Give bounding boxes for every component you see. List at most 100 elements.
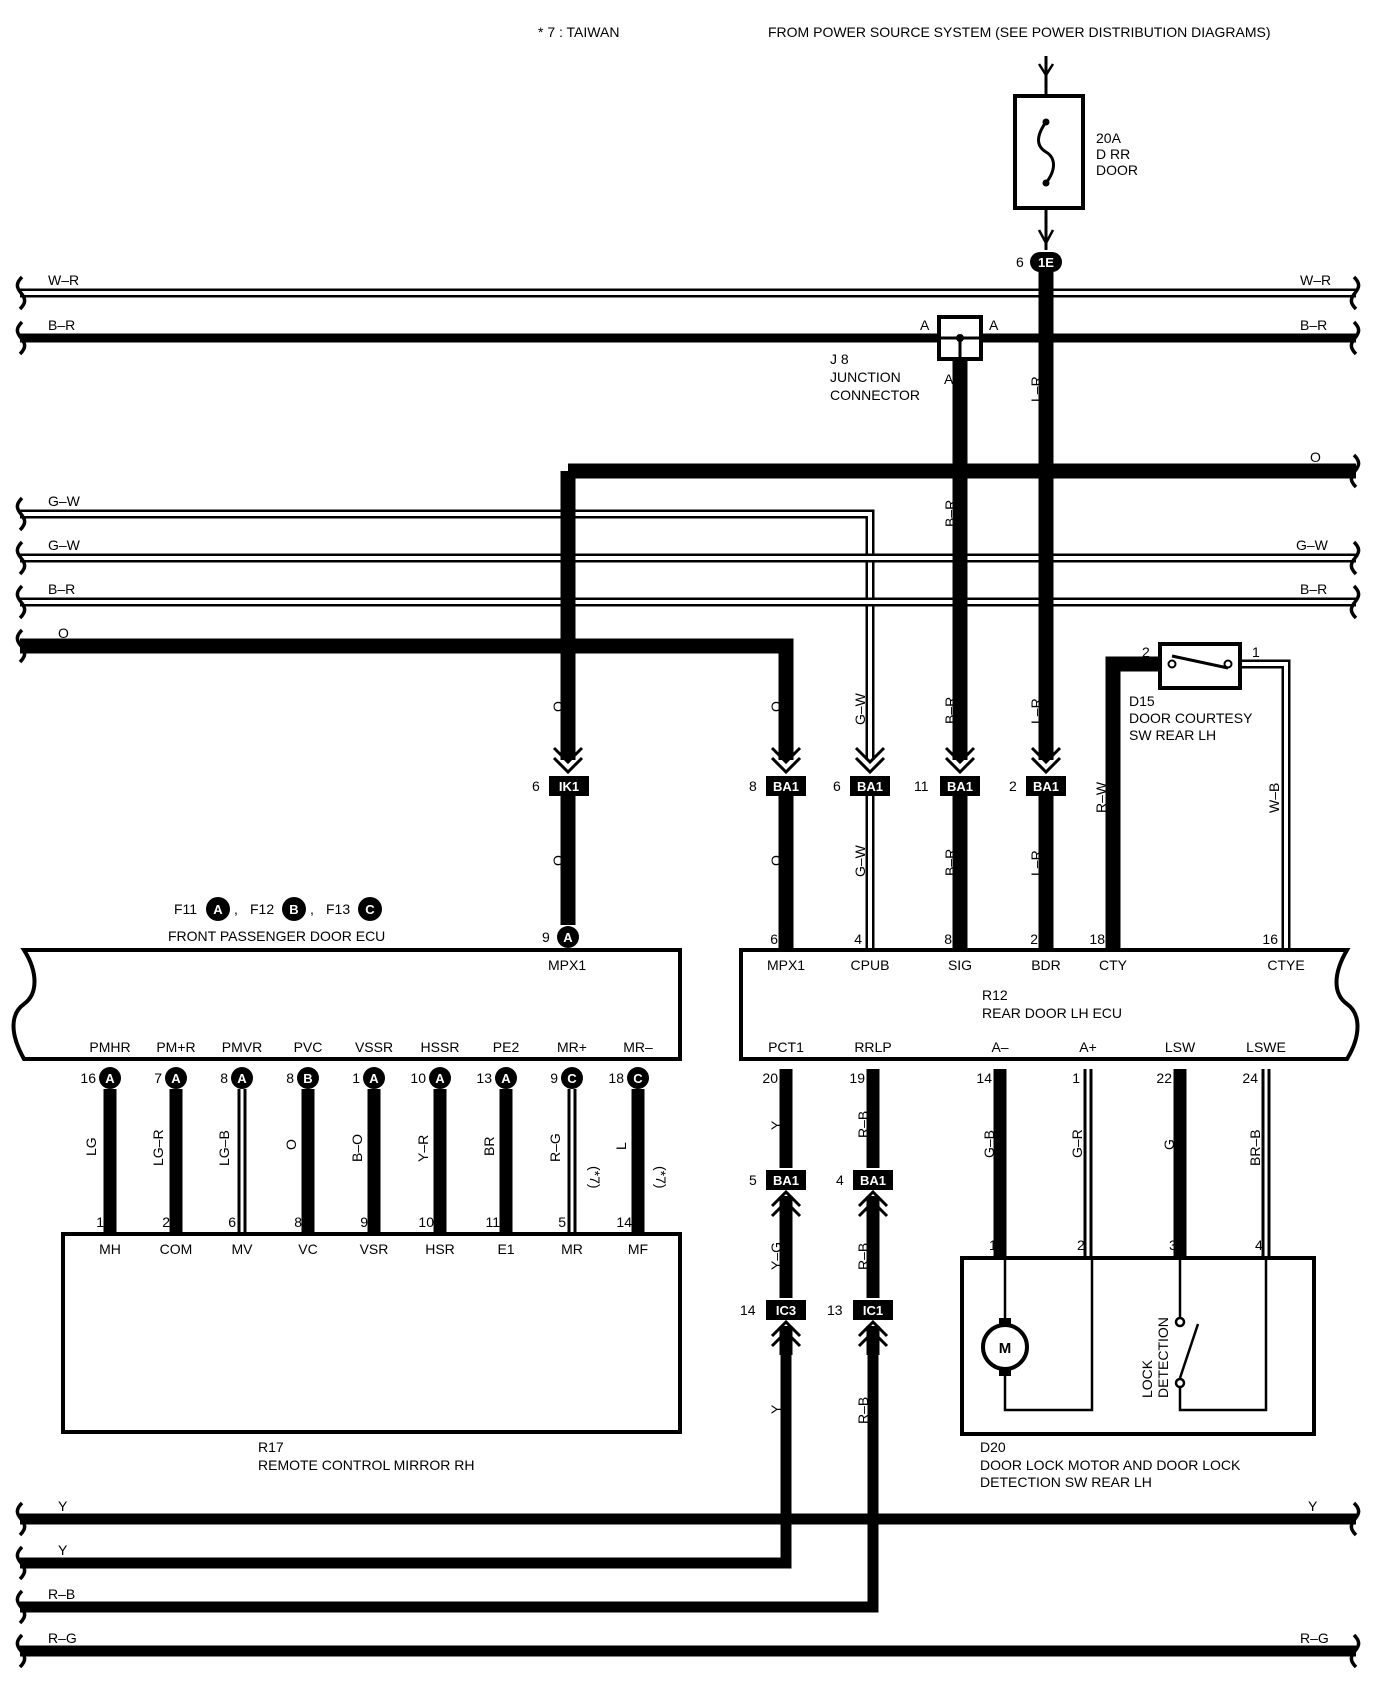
ecu-f-term-circle-letter: C <box>633 1071 643 1086</box>
junction-connector-j8 <box>937 315 983 361</box>
ecu-r-name: REAR DOOR LH ECU <box>982 1005 1122 1021</box>
bus-label-g-w-1-left: G–W <box>48 493 81 509</box>
ecu-f-term-circle-letter: A <box>369 1071 379 1086</box>
mirror-term-name: MV <box>232 1241 254 1257</box>
fuse-name-2: DOOR <box>1096 162 1138 178</box>
wire-label-lg: LG <box>83 1137 99 1156</box>
wire-label-lr-mid: L–R <box>1028 698 1044 724</box>
ecu-f-term-name: VSSR <box>355 1039 393 1055</box>
ecu-r-bottom-pin: 20 <box>762 1070 778 1086</box>
d15-name-2: SW REAR LH <box>1129 727 1216 743</box>
d15-id: D15 <box>1129 693 1155 709</box>
ecu-f-top-terminal: 9 A <box>542 926 579 948</box>
bus-label-b-r-2-left: B–R <box>48 581 75 597</box>
junction-a-right: A <box>989 317 999 333</box>
lock-id: D20 <box>980 1439 1006 1455</box>
bus-wire-r-b <box>20 1355 879 1613</box>
ecu-f-circle-c: C <box>365 902 375 917</box>
wire-label-br-low: B–R <box>942 849 958 876</box>
mirror-term-pin: 1 <box>96 1214 104 1230</box>
ecu-f-term-circle <box>495 1067 517 1089</box>
wire-label-star-1: (*7) <box>587 1166 603 1189</box>
ecu-f-term-name: MR+ <box>557 1039 587 1055</box>
wire-label-o4: O <box>768 855 784 866</box>
ecu-f-term-circle <box>363 1067 385 1089</box>
svg-text:2: 2 <box>1077 1237 1085 1253</box>
svg-text:IK1: IK1 <box>559 779 579 794</box>
connector-1e: 1E <box>1030 252 1062 272</box>
ecu-f-term-circle-letter: A <box>501 1071 511 1086</box>
svg-text:BA1: BA1 <box>773 779 799 794</box>
connector-ba1-2-pin: 2 <box>1009 778 1017 794</box>
wire-label-y2: Y <box>768 1404 784 1414</box>
connector-ic3-pin: 14 <box>740 1302 756 1318</box>
svg-text:A: A <box>563 930 573 945</box>
svg-text:IC1: IC1 <box>863 1303 883 1318</box>
mirror-term-name: VC <box>298 1241 317 1257</box>
ecu-r-top-pin: 2 <box>1030 931 1038 947</box>
wire-label-lgr: LG–R <box>150 1129 166 1166</box>
ecu-f-term-circle-letter: A <box>237 1071 247 1086</box>
mirror-term-pin: 6 <box>228 1214 236 1230</box>
ecu-f-term-name: PE2 <box>493 1039 520 1055</box>
bus-wires <box>20 288 1356 1657</box>
wire-label-gr: G–R <box>1069 1129 1085 1158</box>
bus-wire-g-w-1 <box>20 509 875 760</box>
wire-label-gw1: G–W <box>852 692 868 725</box>
ecu-f-term-name: PMHR <box>89 1039 130 1055</box>
svg-text:3: 3 <box>1169 1237 1177 1253</box>
ecu-f-term-circle <box>297 1067 319 1089</box>
wire-label-rw: R–W <box>1093 781 1109 813</box>
mirror-term-pin: 11 <box>485 1214 500 1230</box>
svg-text:1E: 1E <box>1038 255 1054 270</box>
ecu-r-top-name: MPX1 <box>767 957 805 973</box>
mirror-term-name: E1 <box>497 1241 514 1257</box>
ecu-r-bottom-name: LSWE <box>1246 1039 1286 1055</box>
ecu-f-body <box>11 948 682 1061</box>
ecu-f-term-circle <box>231 1067 253 1089</box>
svg-text:BA1: BA1 <box>947 779 973 794</box>
ecu-f-term-circle <box>165 1067 187 1089</box>
d15-pin-2: 2 <box>1142 644 1150 660</box>
ecu-f-term-circle-letter: C <box>567 1071 577 1086</box>
ecu-f-term-circle <box>429 1067 451 1089</box>
bus-label-b-r-2-right: B–R <box>1300 581 1327 597</box>
ecu-r-id: R12 <box>982 987 1008 1003</box>
wire-label-g: G <box>1161 1139 1177 1150</box>
ecu-f-circle-a: A <box>213 902 223 917</box>
ecu-r-bottom-name: PCT1 <box>768 1039 804 1055</box>
wire-label-yr: Y–R <box>415 1135 431 1162</box>
ecu-r-bottom-name: RRLP <box>854 1039 891 1055</box>
ecu-f-term-circle <box>99 1067 121 1089</box>
svg-text:BA1: BA1 <box>1033 779 1059 794</box>
ecu-r-bottom-pin: 1 <box>1072 1070 1080 1086</box>
ecu-f-ref-line: F11 A , F12 B , F13 C <box>174 897 382 921</box>
ecu-f-name: FRONT PASSENGER DOOR ECU <box>168 928 385 944</box>
ecu-f-term-circle-letter: B <box>303 1071 312 1086</box>
ecu-f-term-pin: 7 <box>154 1070 162 1086</box>
lock-d20-pins: 1 2 3 4 <box>989 1237 1263 1253</box>
bus-label-w-r-right: W–R <box>1300 272 1331 288</box>
d15-pin-1: 1 <box>1252 644 1260 660</box>
bus-label-o-left: O <box>58 625 69 641</box>
ecu-f-ref-2: F12 <box>250 901 274 917</box>
junction-id: J 8 <box>830 351 849 367</box>
ecu-r-top-pin: 4 <box>854 931 862 947</box>
motor-label: M <box>999 1340 1012 1357</box>
ecu-r-bottom-pin: 19 <box>849 1070 865 1086</box>
wire-label-bo: B–O <box>349 1134 365 1162</box>
ecu-r-bottom-name: A– <box>991 1039 1008 1055</box>
wire-label-y1: Y <box>768 1120 784 1130</box>
connector-ic3: IC3 <box>766 1300 806 1320</box>
lock-name-1: DOOR LOCK MOTOR AND DOOR LOCK <box>980 1457 1241 1473</box>
bus-label-y-1-left: Y <box>58 1498 68 1514</box>
ecu-r-bottom-pin: 22 <box>1156 1070 1172 1086</box>
lock-det-1: LOCK <box>1139 1359 1155 1398</box>
mirror-term-pin: 2 <box>162 1214 170 1230</box>
lock-name-2: DETECTION SW REAR LH <box>980 1474 1152 1490</box>
mirror-name: REMOTE CONTROL MIRROR RH <box>258 1457 474 1473</box>
wire-label-br-top: B–R <box>942 500 958 527</box>
